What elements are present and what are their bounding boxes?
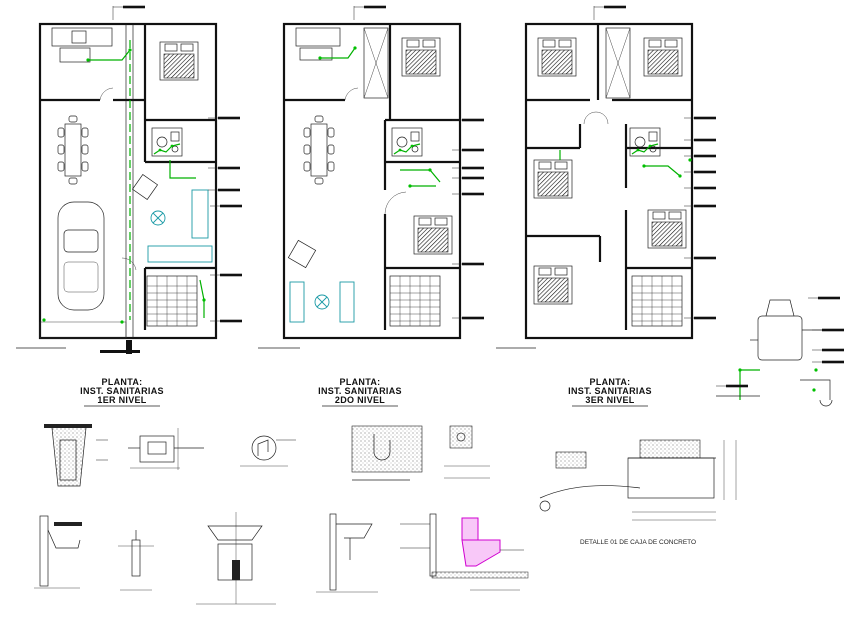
svg-text:3ER NIVEL: 3ER NIVEL xyxy=(585,395,634,405)
svg-text:INST. SANITARIAS: INST. SANITARIAS xyxy=(568,386,652,396)
detail-toilet xyxy=(400,513,529,591)
svg-text:PLANTA:: PLANTA: xyxy=(102,377,143,387)
concrete-box-caption: DETALLE 01 DE CAJA DE CONCRETO xyxy=(580,539,696,546)
plan-title-2: PLANTA: INST. SANITARIAS 2DO NIVEL xyxy=(318,377,402,407)
detail-trap-section xyxy=(351,425,423,481)
detail-lavatory xyxy=(196,512,276,605)
detail-valve xyxy=(118,530,154,591)
svg-text:INST. SANITARIAS: INST. SANITARIAS xyxy=(318,386,402,396)
svg-text:PLANTA:: PLANTA: xyxy=(340,377,381,387)
plan-second-floor xyxy=(258,5,485,349)
svg-text:1ER NIVEL: 1ER NIVEL xyxy=(97,395,146,405)
detail-column-pipe xyxy=(444,425,490,479)
svg-text:INST. SANITARIAS: INST. SANITARIAS xyxy=(80,386,164,396)
car-symbol xyxy=(57,201,105,311)
plan-title-3: PLANTA: INST. SANITARIAS 3ER NIVEL xyxy=(568,377,652,407)
detail-concrete-box: DETALLE 01 DE CAJA DE CONCRETO xyxy=(539,439,737,546)
detail-drain-symbol xyxy=(240,435,296,467)
plan-title-1: PLANTA: INST. SANITARIAS 1ER NIVEL xyxy=(80,377,164,407)
plan-third-floor xyxy=(496,5,717,349)
svg-text:2DO NIVEL: 2DO NIVEL xyxy=(335,395,385,405)
living-furniture xyxy=(131,173,213,263)
living-furniture-2 xyxy=(287,239,355,323)
plan-first-floor xyxy=(16,5,243,354)
detail-trap-plan xyxy=(128,428,204,470)
detail-sink-elevation xyxy=(316,513,378,593)
detail-registry-box xyxy=(44,424,108,487)
svg-text:PLANTA:: PLANTA: xyxy=(590,377,631,387)
detail-wall-fixture xyxy=(34,515,82,589)
tank-elevation-detail xyxy=(715,296,845,407)
